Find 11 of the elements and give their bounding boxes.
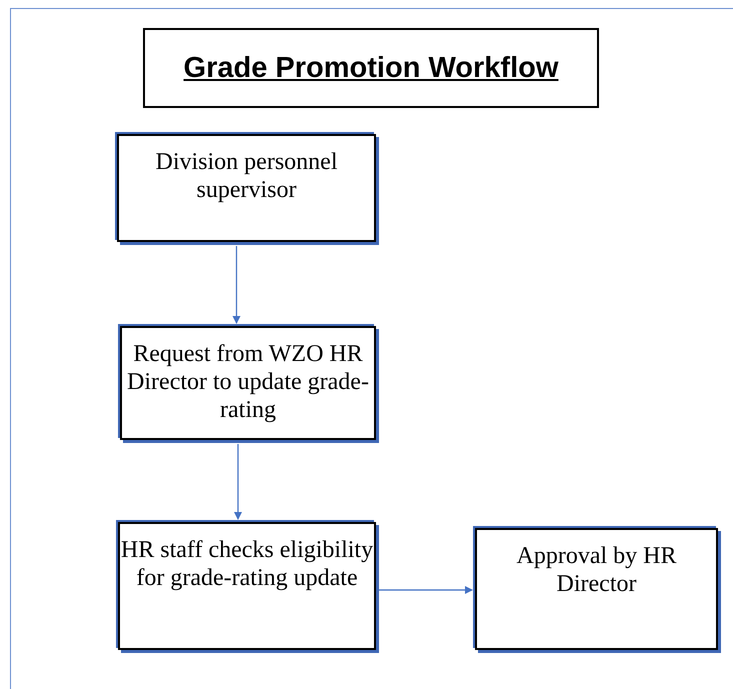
process-box (117, 134, 376, 242)
box-text: Request from WZO HR Director to update grade-rating (126, 340, 370, 424)
process-box (475, 528, 718, 650)
process-box (120, 326, 376, 440)
arrow (379, 586, 473, 594)
process-box (118, 522, 376, 650)
arrow (234, 444, 242, 520)
box-text: Division personnel supervisor (154, 148, 338, 204)
box-text: HR staff checks eligibility for grade-rating update (120, 536, 374, 592)
box-text: Approval by HR Director (516, 542, 678, 598)
title: Grade Promotion Workflow (184, 52, 558, 84)
